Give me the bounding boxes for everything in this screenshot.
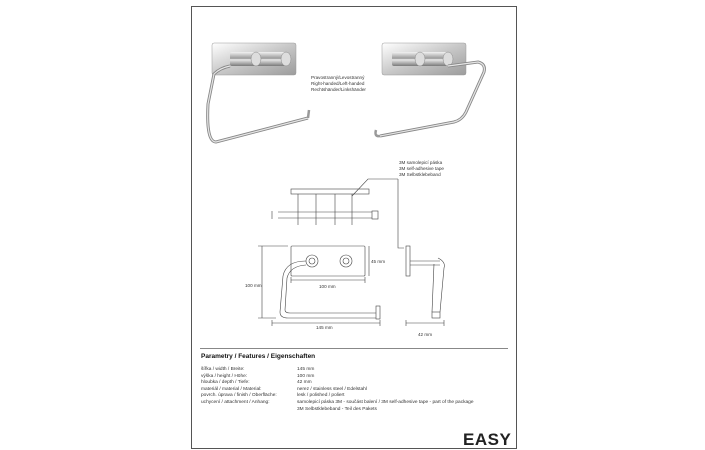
param-label: hloubka / depth / Tiefe: bbox=[201, 380, 250, 386]
table-row: povrch. úprava / finish / Oberfläche: le… bbox=[201, 393, 474, 400]
param-label: povrch. úprava / finish / Oberfläche: bbox=[201, 393, 277, 399]
tape-caption: 3M samolepicí páska 3M self-adhesive tap… bbox=[399, 160, 444, 178]
tape-line-cz: 3M samolepicí páska bbox=[399, 160, 443, 165]
param-label: šířka / width / Breite: bbox=[201, 367, 245, 372]
table-row: 3M Selbstklebeband - Teil des Pakets bbox=[201, 407, 474, 414]
param-label: materiál / material / Material: bbox=[201, 386, 262, 392]
param-value: 145 mm bbox=[297, 367, 315, 372]
section-divider bbox=[200, 348, 508, 349]
tape-line-de: 3M Selbstklebeband bbox=[399, 172, 441, 177]
table-row: hloubka / depth / Tiefe: 42 mm bbox=[201, 380, 474, 387]
handedness-line-en: Right-handed/Left-handed bbox=[311, 81, 365, 86]
param-value: nerez / stainless steel / Edelstahl bbox=[297, 386, 367, 392]
table-row: šířka / width / Breite: 145 mm bbox=[201, 367, 474, 374]
parameters-table: šířka / width / Breite: 145 mm výška / h… bbox=[201, 367, 474, 413]
dim-height-label: 100 mm bbox=[245, 283, 262, 288]
dim-depth-label: 42 mm bbox=[418, 332, 433, 337]
table-row: výška / height / Höhe: 100 mm bbox=[201, 374, 474, 381]
param-value: samolepicí páska 3M - součást balení / 3… bbox=[297, 399, 474, 405]
product-photo-right-handed bbox=[206, 42, 311, 144]
product-sheet bbox=[191, 6, 517, 449]
table-row: uchycení / attachment / Anhang: samolepi… bbox=[201, 400, 474, 407]
dim-plate-width-label: 100 mm bbox=[319, 284, 336, 289]
tape-line-en: 3M self-adhesive tape bbox=[399, 166, 444, 171]
product-photo-left-handed bbox=[374, 42, 486, 138]
param-label: výška / height / Höhe: bbox=[201, 373, 248, 379]
param-value: lesk / polished / poliert bbox=[297, 393, 345, 399]
table-row: materiál / material / Material: nerez / … bbox=[201, 387, 474, 394]
param-value: 42 mm bbox=[297, 380, 312, 386]
param-label bbox=[201, 407, 297, 414]
dim-width-label: 145 mm bbox=[316, 325, 333, 330]
param-value: 3M Selbstklebeband - Teil des Pakets bbox=[297, 406, 377, 412]
handedness-caption: Pravostranný/Levostranný Right-handed/Le… bbox=[311, 75, 366, 93]
handedness-line-cz: Pravostranný/Levostranný bbox=[311, 75, 365, 80]
param-label: uchycení / attachment / Anhang: bbox=[201, 399, 270, 405]
dim-plate-height-label: 45 mm bbox=[371, 259, 386, 264]
brand-logo: EASY bbox=[463, 430, 512, 449]
param-value: 100 mm bbox=[297, 373, 315, 379]
parameters-title: Parametry / Features / Eigenschaften bbox=[201, 353, 316, 360]
handedness-line-de: Rechtshänder/Linkshänder bbox=[311, 87, 366, 92]
